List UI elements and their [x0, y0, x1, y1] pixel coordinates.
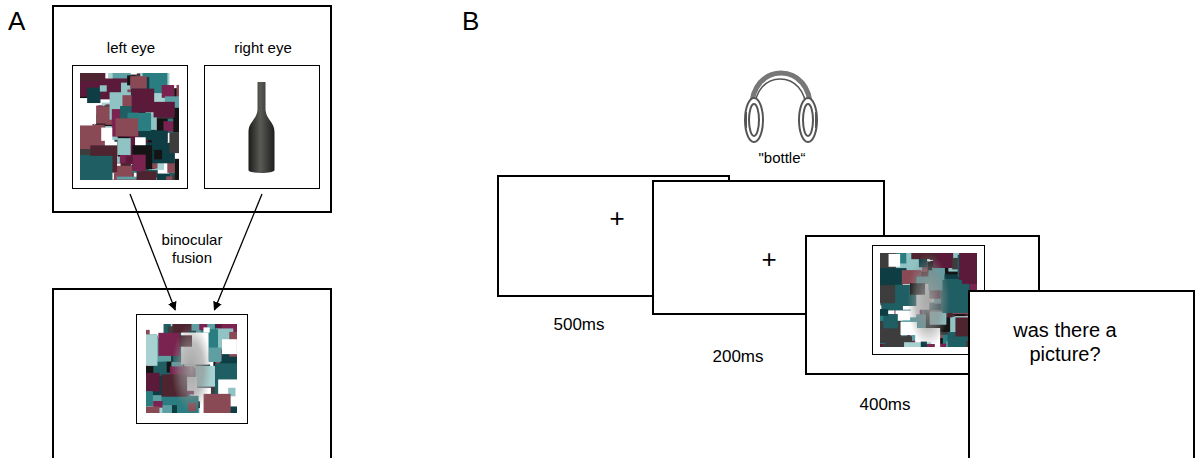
- mosaic-patch: [222, 339, 237, 354]
- mosaic-patch: [112, 180, 138, 181]
- text-slot: "bottle“: [722, 149, 842, 167]
- mosaic-patch: [146, 334, 157, 365]
- mosaic-patch: [883, 314, 898, 328]
- stimulus-picture: [205, 66, 318, 187]
- stimulus-picture: [880, 253, 977, 347]
- process-label: binocular fusion: [152, 231, 232, 267]
- mosaic-patch: [146, 373, 160, 392]
- text-slot: 500ms: [539, 315, 619, 335]
- panel-frame: left eyeright eye: [52, 5, 332, 213]
- mosaic-patch: [116, 118, 138, 136]
- mosaic-patch: [137, 171, 157, 180]
- mosaic-patch: [880, 329, 887, 337]
- mosaic-patch: [96, 106, 110, 123]
- stimulus-picture: [80, 73, 179, 180]
- mosaic-patch: [80, 73, 103, 81]
- mosaic-patch: [175, 159, 179, 180]
- text-slot: A: [8, 6, 48, 37]
- fixation-cross: +: [754, 244, 784, 275]
- text-slot: +: [602, 203, 632, 234]
- mosaic-patch: [962, 262, 977, 284]
- panel-letter: B: [462, 6, 502, 37]
- fused-object: [171, 324, 211, 413]
- screen-frame: was there a picture?: [968, 290, 1195, 458]
- mosaic-patch: [80, 104, 93, 125]
- panel-letter: A: [8, 6, 48, 37]
- eye-heading: right eye: [195, 39, 331, 57]
- text-slot: B: [462, 6, 502, 37]
- mosaic-patch: [118, 138, 131, 155]
- fused-object: [907, 253, 950, 347]
- text-slot: left eye: [63, 39, 199, 57]
- mosaic-patch: [101, 128, 112, 141]
- mosaic-patch: [132, 155, 145, 171]
- mosaic-patch: [880, 309, 888, 316]
- eye-heading: left eye: [63, 39, 199, 57]
- mosaic-patch: [940, 344, 946, 347]
- stimulus-box: right eye: [204, 65, 320, 189]
- mosaic-patch: [132, 89, 155, 113]
- mosaic-patch: [154, 150, 162, 159]
- mosaic-patch: [146, 391, 153, 406]
- mosaic-patch: [130, 76, 147, 89]
- mosaic-patch: [152, 131, 167, 150]
- fixation-cross: +: [602, 203, 632, 234]
- panel-frame: [52, 288, 332, 458]
- mosaic-patch: [162, 85, 174, 98]
- mosaic-patch: [203, 327, 209, 332]
- text-slot: was there a picture?: [985, 318, 1145, 366]
- question-text: was there a picture?: [985, 318, 1145, 366]
- text-slot: binocular fusion: [152, 231, 232, 267]
- duration-label: 500ms: [539, 315, 619, 335]
- mosaic-patch: [889, 254, 901, 267]
- mosaic-patch: [204, 394, 231, 413]
- bottle-picture: [249, 82, 275, 173]
- mosaic-patch: [100, 85, 107, 91]
- text-slot: 400ms: [845, 395, 925, 415]
- text-slot: 200ms: [698, 347, 778, 367]
- mosaic-patch: [85, 156, 112, 180]
- mosaic-patch: [87, 88, 100, 103]
- mosaic-patch: [169, 132, 179, 153]
- stimulus-box: left eye: [72, 65, 188, 189]
- fused-image-box: [136, 314, 248, 424]
- duration-label: 400ms: [845, 395, 925, 415]
- mosaic-patch: [126, 156, 133, 164]
- spoken-word: "bottle“: [722, 149, 842, 167]
- mosaic-patch: [146, 406, 159, 413]
- duration-label: 200ms: [698, 347, 778, 367]
- text-slot: +: [754, 244, 784, 275]
- mosaic-patch: [154, 102, 175, 118]
- stimulus-picture: [146, 324, 237, 413]
- mosaic-patch: [880, 285, 896, 303]
- headphones-symbol: [745, 73, 817, 142]
- text-slot: right eye: [195, 39, 331, 57]
